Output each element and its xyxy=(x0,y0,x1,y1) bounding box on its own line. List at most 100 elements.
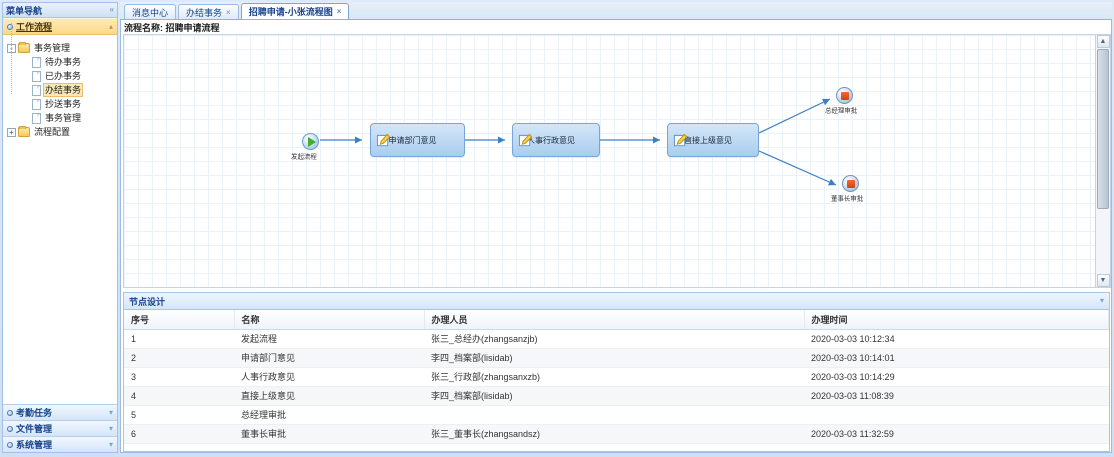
cell-2 xyxy=(424,405,804,425)
cell-2: 张三_总经办(zhangsanzjb) xyxy=(424,329,804,349)
folder-icon xyxy=(18,42,30,53)
sidebar-group-1[interactable]: 文件管理 ▾ xyxy=(3,420,117,436)
tab-bar: 消息中心办结事务×招聘申请-小张流程图× xyxy=(120,2,1112,20)
flow-canvas[interactable]: 发起流程申请部门意见人事行政意见直接上级意见总经理审批董事长审批 xyxy=(123,34,1096,288)
cell-1: 人事行政意见 xyxy=(234,367,424,387)
folder-icon xyxy=(18,126,30,137)
doc-icon xyxy=(32,84,41,96)
sidebar-group-label: 系统管理 xyxy=(16,440,53,450)
flow-node-e1[interactable] xyxy=(836,87,853,104)
flow-name: 流程名称: 招聘申请流程 xyxy=(121,20,1111,34)
scroll-down-arrow[interactable]: ▼ xyxy=(1096,274,1110,287)
tree-item-3[interactable]: 办结事务 xyxy=(7,83,115,97)
column-header-1[interactable]: 名称 xyxy=(234,310,425,330)
cell-0: 6 xyxy=(124,424,234,444)
sidebar-group-workflow[interactable]: 工作流程 ▴ xyxy=(3,18,117,35)
flow-node-n3[interactable]: 直接上级意见 xyxy=(667,123,759,157)
chevron-down-icon[interactable]: ▾ xyxy=(1099,296,1104,305)
tab-1[interactable]: 办结事务× xyxy=(178,4,239,19)
spacer-icon xyxy=(21,100,30,109)
collapse-sidebar-icon[interactable]: « xyxy=(109,5,114,14)
cell-2: 张三_董事长(zhangsandsz) xyxy=(424,424,804,444)
sidebar-header: 菜单导航 « xyxy=(3,3,117,18)
sidebar-group-label: 文件管理 xyxy=(16,424,53,434)
scroll-up-arrow[interactable]: ▲ xyxy=(1096,35,1110,48)
flow-node-start[interactable] xyxy=(302,133,319,150)
column-header-3[interactable]: 办理时间 xyxy=(804,310,1109,330)
sidebar-group-2[interactable]: 系统管理 ▾ xyxy=(3,436,117,452)
flow-canvas-wrapper: 发起流程申请部门意见人事行政意见直接上级意见总经理审批董事长审批 ▲ ▼ xyxy=(121,34,1111,290)
tree-item-label: 流程配置 xyxy=(34,127,71,137)
cell-3: 2020-03-03 11:08:39 xyxy=(804,386,1109,406)
cell-2: 张三_行政部(zhangsanxzb) xyxy=(424,367,804,387)
tab-2[interactable]: 招聘申请-小张流程图× xyxy=(240,3,350,19)
node-design-header: 节点设计 ▾ xyxy=(124,293,1109,310)
task-note-icon xyxy=(518,133,533,147)
flow-node-n2[interactable]: 人事行政意见 xyxy=(512,123,600,157)
close-icon[interactable]: × xyxy=(336,7,342,16)
cell-0: 5 xyxy=(124,405,234,425)
close-icon[interactable]: × xyxy=(226,7,231,17)
flow-node-label: 申请部门意见 xyxy=(388,135,437,145)
main-area: 消息中心办结事务×招聘申请-小张流程图× 流程名称: 招聘申请流程 xyxy=(120,2,1112,453)
stop-icon xyxy=(841,92,849,100)
chevron-down-icon[interactable]: ▾ xyxy=(108,423,113,433)
cell-1: 发起流程 xyxy=(234,329,424,349)
tree-item-label: 待办事务 xyxy=(45,57,82,67)
tree-item-0[interactable]: -事务管理 xyxy=(7,41,115,55)
spacer-icon xyxy=(21,72,30,81)
column-header-0[interactable]: 序号 xyxy=(124,310,235,330)
tree-item-label: 已办事务 xyxy=(45,71,82,81)
doc-icon xyxy=(32,112,41,124)
cell-2: 李四_档案部(lisidab) xyxy=(424,348,804,368)
spacer-icon xyxy=(21,114,30,123)
flow-node-n1[interactable]: 申请部门意见 xyxy=(370,123,465,157)
chevron-down-icon[interactable]: ▾ xyxy=(108,439,113,449)
canvas-vertical-scrollbar[interactable]: ▲ ▼ xyxy=(1096,34,1111,288)
cell-3: 2020-03-03 11:32:59 xyxy=(804,424,1109,444)
doc-icon xyxy=(32,98,41,110)
table-header-row: 序号名称办理人员办理时间 xyxy=(124,310,1109,330)
sidebar-group-0[interactable]: 考勤任务▾ xyxy=(3,404,117,420)
tree-item-1[interactable]: 待办事务 xyxy=(7,55,115,69)
flow-connectors xyxy=(320,98,837,186)
cell-1: 董事长审批 xyxy=(234,424,424,444)
cell-1: 总经理审批 xyxy=(234,405,424,425)
cell-3: 2020-03-03 10:14:29 xyxy=(804,367,1109,387)
play-icon xyxy=(308,137,316,147)
flow-node-e2[interactable] xyxy=(842,175,859,192)
tree-item-label: 事务管理 xyxy=(45,113,82,123)
expand-icon[interactable]: + xyxy=(7,127,16,137)
bullet-icon xyxy=(7,425,13,432)
doc-icon xyxy=(32,70,41,82)
cell-0: 2 xyxy=(124,348,234,368)
content-panel: 流程名称: 招聘申请流程 xyxy=(120,20,1112,453)
cell-3 xyxy=(804,405,1109,425)
flow-node-caption: 发起流程 xyxy=(291,153,317,161)
spacer-icon xyxy=(21,58,30,67)
tree-item-6[interactable]: + 流程配置 xyxy=(7,125,115,139)
scrollbar-thumb[interactable] xyxy=(1097,49,1109,209)
column-header-2[interactable]: 办理人员 xyxy=(424,310,805,330)
tab-0[interactable]: 消息中心 xyxy=(124,4,177,19)
tree-item-2[interactable]: 已办事务 xyxy=(7,69,115,83)
tree-item-5[interactable]: 事务管理 xyxy=(7,111,115,125)
sidebar-title: 菜单导航 xyxy=(6,5,43,16)
chevron-down-icon[interactable]: ▾ xyxy=(108,407,113,417)
cell-3: 2020-03-03 10:14:01 xyxy=(804,348,1109,368)
chevron-up-icon[interactable]: ▴ xyxy=(108,21,113,31)
cell-0: 4 xyxy=(124,386,234,406)
cell-1: 直接上级意见 xyxy=(234,386,424,406)
tree-item-4[interactable]: 抄送事务 xyxy=(7,97,115,111)
bullet-icon xyxy=(7,409,13,416)
